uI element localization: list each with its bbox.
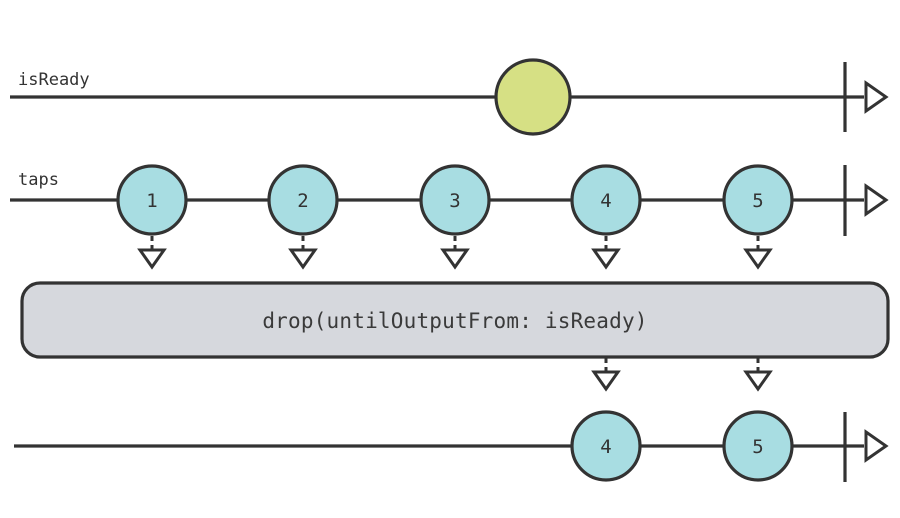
emission-arrow-down-icon-4 [591, 236, 621, 270]
marble-circle [570, 410, 642, 482]
emission-arrow-down-icon-5 [743, 236, 773, 270]
marble-circle [722, 164, 794, 236]
emission-arrow-down-icon-1 [137, 236, 167, 270]
marble-taps-4[interactable]: 4 [570, 164, 642, 236]
timeline-isReady: isReady [10, 58, 889, 136]
emission-arrow-down-icon-3 [440, 236, 470, 270]
arrowhead-icon-taps [864, 183, 889, 217]
emission-arrow-down-icon-out-4 [591, 358, 621, 392]
arrowhead-icon-isReady [864, 80, 889, 114]
arrowhead-icon-output [864, 429, 889, 463]
marble-value: 5 [752, 436, 763, 458]
operator-box[interactable]: drop(untilOutputFrom: isReady) [20, 281, 890, 359]
marble-circle [494, 58, 572, 136]
output-emission-arrows [591, 358, 773, 392]
timeline-taps: taps 1 2 3 4 5 [10, 164, 889, 236]
marble-value: 4 [600, 436, 611, 458]
marble-value: 2 [297, 190, 308, 212]
marble-circle [267, 164, 339, 236]
marble-isReady-0[interactable] [494, 58, 572, 136]
marble-value: 5 [752, 190, 763, 212]
emission-arrow-down-icon-2 [288, 236, 318, 270]
marble-taps-2[interactable]: 2 [267, 164, 339, 236]
timeline-output: 4 5 [14, 410, 889, 482]
input-emission-arrows [137, 236, 773, 270]
timeline-label-taps: taps [18, 170, 59, 190]
operator-label: drop(untilOutputFrom: isReady) [262, 309, 647, 333]
marble-circle [722, 410, 794, 482]
marble-taps-3[interactable]: 3 [419, 164, 491, 236]
marble-taps-5[interactable]: 5 [722, 164, 794, 236]
marble-value: 3 [449, 190, 460, 212]
marble-taps-1[interactable]: 1 [116, 164, 188, 236]
marble-circle [419, 164, 491, 236]
timeline-label-isReady: isReady [18, 70, 90, 90]
marble-circle [116, 164, 188, 236]
marble-value: 4 [600, 190, 611, 212]
marble-circle [570, 164, 642, 236]
marble-value: 1 [146, 190, 157, 212]
emission-arrow-down-icon-out-5 [743, 358, 773, 392]
marble-output-4[interactable]: 4 [570, 410, 642, 482]
operator-box-rect [20, 281, 890, 359]
marble-output-5[interactable]: 5 [722, 410, 794, 482]
